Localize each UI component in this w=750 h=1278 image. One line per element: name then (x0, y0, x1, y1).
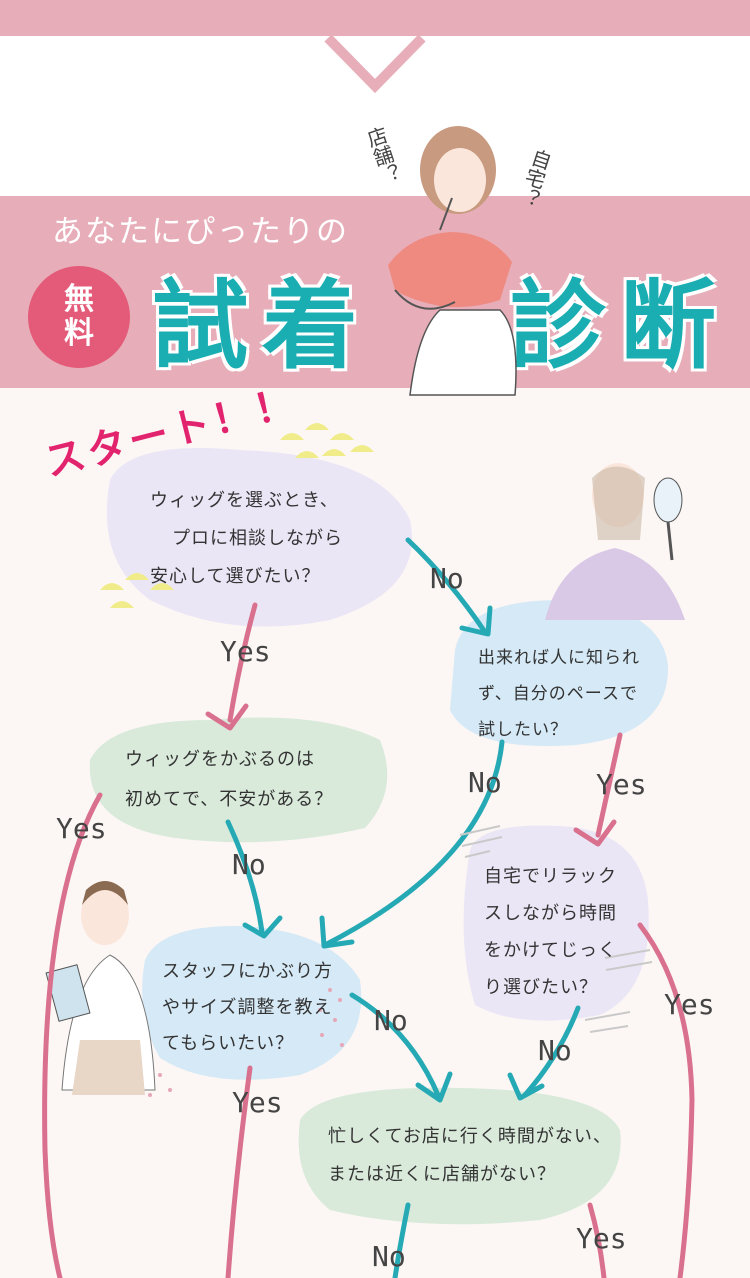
arrow-q4-no-head (507, 1072, 545, 1101)
chevron-down-icon (324, 34, 426, 94)
answer-q3-no: No (232, 848, 266, 881)
question-5: スタッフにかぶり方 やサイズ調整を教え てもらいたい？ (162, 954, 333, 1062)
arrow-q1-no-head (459, 605, 493, 637)
answer-q1-no: No (430, 562, 464, 595)
question-4-line-3: をかけてじっく (484, 940, 617, 961)
question-5-line-2: やサイズ調整を教え (162, 997, 333, 1018)
question-3-line-2: 初めてで、不安がある？ (125, 789, 334, 810)
question-6: 忙しくてお店に行く時間がない、 または近くに店舗がない？ (328, 1118, 612, 1194)
question-3-line-1: ウィッグをかぶるのは (125, 749, 315, 770)
question-2-line-1: 出来れば人に知られ (478, 648, 640, 668)
question-1-line-1: ウィッグを選ぶとき、 (150, 490, 339, 511)
answer-q2-yes: Yes (596, 768, 647, 801)
question-3: ウィッグをかぶるのは 初めてで、不安がある？ (125, 740, 333, 820)
answer-q6-no: No (372, 1240, 406, 1273)
question-5-line-1: スタッフにかぶり方 (162, 961, 333, 982)
question-4: 自宅でリラック スしながら時間 をかけてじっく り選びたい？ (484, 858, 617, 1006)
question-4-line-4: り選びたい？ (484, 977, 598, 998)
question-6-line-2: または近くに店舗がない？ (328, 1164, 556, 1185)
answer-q4-yes: Yes (664, 988, 715, 1021)
arrow-q3-yes (42, 792, 103, 1278)
question-1: ウィッグを選ぶとき、 プロに相談しながら 安心して選びたい？ (150, 482, 343, 596)
question-4-line-2: スしながら時間 (484, 903, 617, 924)
question-6-line-1: 忙しくてお店に行く時間がない、 (328, 1126, 612, 1147)
answer-q3-yes: Yes (56, 812, 107, 845)
arrow-q1-yes-head (205, 703, 249, 731)
question-1-line-2: プロに相談しながら (172, 528, 343, 549)
woman-with-mirror-illustration (545, 463, 685, 620)
question-2: 出来れば人に知られ ず、自分のペースで 試したい？ (478, 640, 640, 748)
question-1-line-3: 安心して選びたい？ (150, 566, 321, 587)
top-pink-band (0, 0, 750, 36)
answer-q4-no: No (538, 1034, 572, 1067)
arrow-q4-yes (637, 922, 695, 1278)
title-banner (0, 196, 750, 388)
arrow-q2-yes-head (573, 819, 617, 847)
answer-q5-yes: Yes (232, 1086, 283, 1119)
question-2-line-2: ず、自分のペースで (478, 684, 638, 704)
title-left: 試着 (152, 270, 372, 382)
answer-q2-no: No (468, 766, 502, 799)
banner-subtitle: あなたにぴったりの (52, 214, 349, 250)
question-2-line-3: 試したい？ (478, 720, 568, 740)
answer-q6-yes: Yes (576, 1222, 627, 1255)
answer-q5-no: No (374, 1004, 408, 1037)
question-4-line-1: 自宅でリラック (484, 866, 617, 887)
free-badge-label: 無料 (64, 282, 94, 351)
arrow-q5-no-head (415, 1071, 453, 1103)
header-white-area (0, 36, 750, 196)
arrow-q3-no-head (242, 915, 283, 939)
arrow-q2-no-head (319, 915, 355, 949)
answer-q1-yes: Yes (220, 635, 271, 668)
question-5-line-3: てもらいたい？ (162, 1033, 295, 1054)
staff-woman-illustration (45, 881, 156, 1095)
title-right: 診断 (510, 270, 730, 382)
free-badge: 無料 (28, 266, 130, 368)
